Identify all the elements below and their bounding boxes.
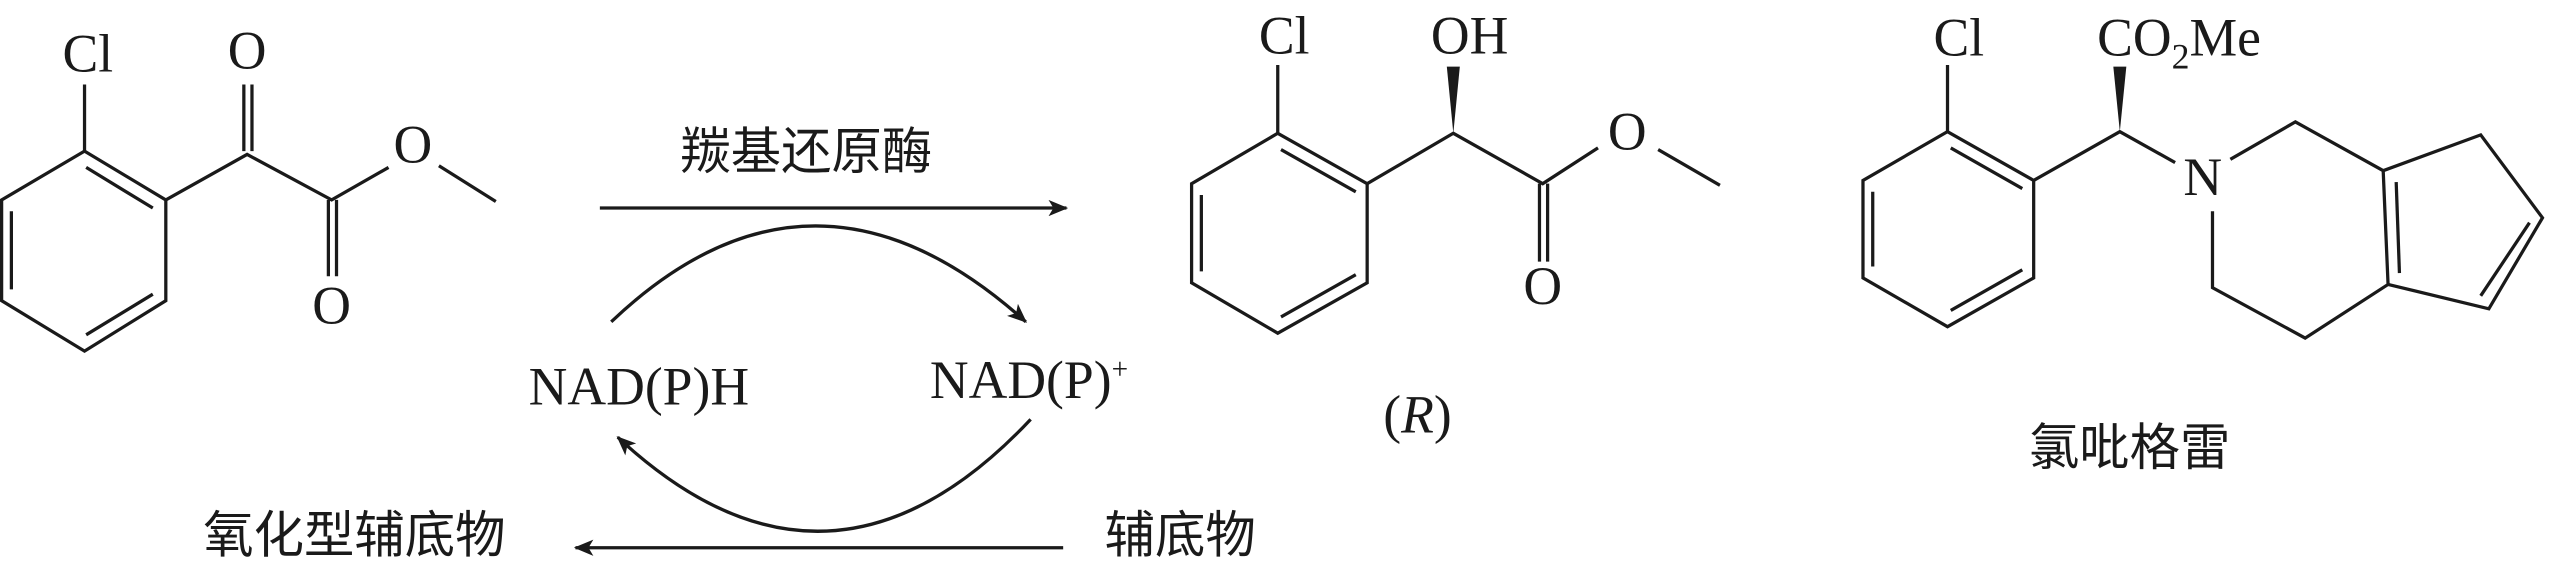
product-ester-o-label: O: [1608, 102, 1647, 162]
product-structure: Cl OH O O (R): [1189, 6, 1721, 444]
nadph-label: NAD(P)H: [529, 357, 749, 417]
oxidized-cosubstrate-label: 氧化型辅底物: [203, 506, 505, 564]
substrate-structure: Cl O O O: [0, 20, 497, 353]
upper-cycle-arrow: [610, 224, 1027, 324]
product-oh-label: OH: [1431, 6, 1508, 66]
substrate-keto-o-label: O: [228, 20, 267, 80]
clopidogrel-ester-label: CO2Me: [2097, 7, 2261, 76]
substrate-ester-o-label: O: [394, 115, 433, 175]
product-configuration-label: (R): [1383, 384, 1451, 444]
nadp-plus-label: NAD(P)+: [930, 350, 1128, 410]
clopidogrel-structure: Cl CO2Me N 氯吡格雷: [1861, 7, 2545, 477]
product-cl-label: Cl: [1259, 6, 1310, 66]
substrate-cl-label: Cl: [62, 24, 113, 84]
enzyme-label: 羰基还原酶: [680, 122, 932, 181]
clopidogrel-n-label: N: [2183, 147, 2222, 207]
clopidogrel-name-label: 氯吡格雷: [2029, 418, 2231, 477]
reaction-arrows: 羰基还原酶 NAD(P)H NAD(P)+ 氧化型辅底物 辅底物: [203, 122, 1256, 564]
cosubstrate-label: 辅底物: [1105, 506, 1256, 564]
product-carbonyl-o-label: O: [1523, 256, 1562, 316]
clopidogrel-cl-label: Cl: [1934, 7, 1985, 67]
lower-cycle-arrow: [616, 418, 1032, 533]
substrate-carbonyl-o-label: O: [312, 275, 351, 335]
